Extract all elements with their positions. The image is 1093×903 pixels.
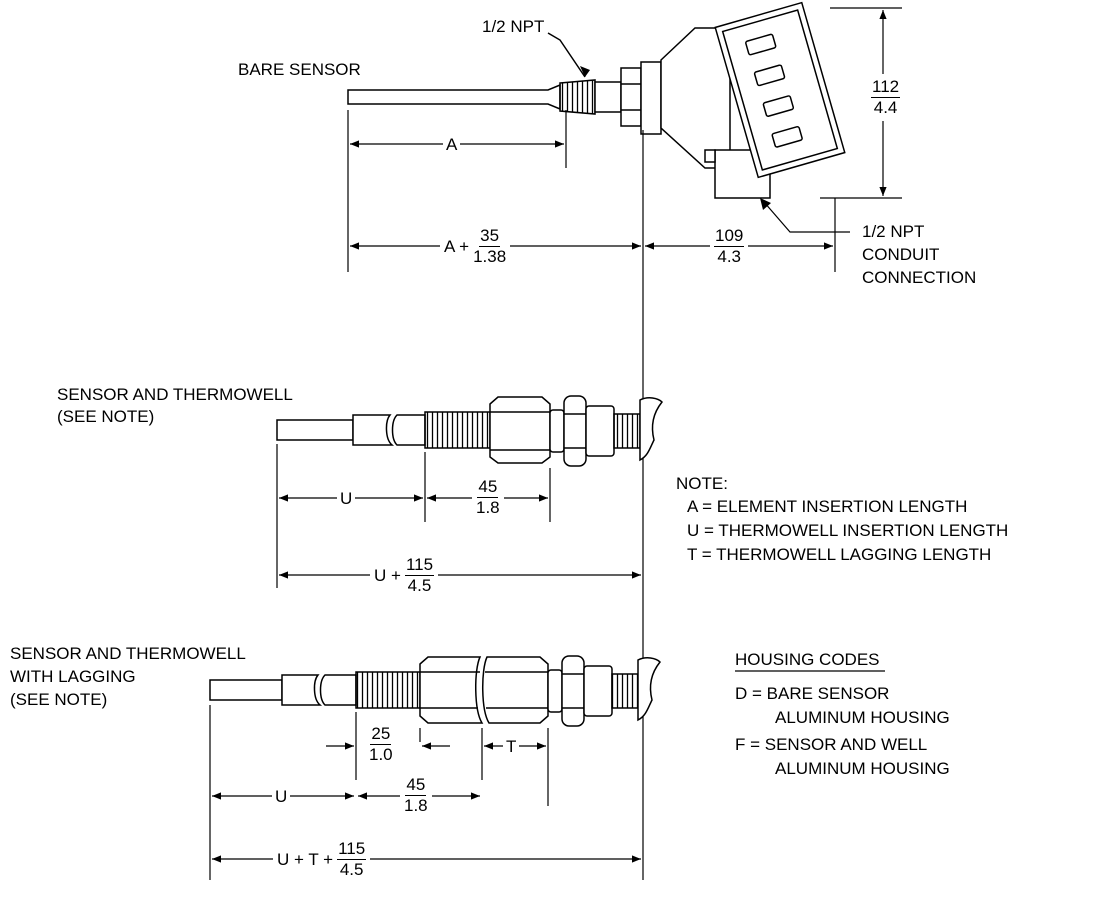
dim-u-t-total-num: 115 xyxy=(337,839,367,860)
dim-head-den: 4.3 xyxy=(717,247,741,266)
dim-head-length: 109 4.3 xyxy=(710,226,749,266)
dim-lag-thread-num: 25 xyxy=(370,724,392,745)
dim-hex-thermowell: 45 1.8 xyxy=(472,478,504,517)
sensor-thermowell-label-2: (SEE NOTE) xyxy=(57,407,155,426)
lagging-label-3: (SEE NOTE) xyxy=(10,690,108,709)
dim-hex-lagging-den: 1.8 xyxy=(404,796,428,815)
thermowell-assembly xyxy=(276,395,664,467)
dim-lag-thread: 25 1.0 xyxy=(369,725,393,764)
dim-a-plus: A + 35 1.38 xyxy=(440,227,511,266)
dim-u-total-thermowell: U + 115 4.5 xyxy=(370,555,439,595)
dim-u-total-prefix: U + xyxy=(374,565,401,585)
dim-t: T xyxy=(503,737,520,756)
dim-lag-thread-den: 1.0 xyxy=(369,745,393,764)
sensor-thermowell-label-1: SENSOR AND THERMOWELL xyxy=(57,385,293,404)
housing-code-d-detail: ALUMINUM HOUSING xyxy=(775,708,950,727)
dim-a-plus-den: 1.38 xyxy=(473,247,507,266)
dim-a: A xyxy=(443,135,461,154)
dim-u-lagging: U xyxy=(272,787,291,806)
lagging-assembly xyxy=(209,655,662,727)
dim-a-plus-prefix: A + xyxy=(444,236,470,256)
dim-u-t-total-fraction: 115 4.5 xyxy=(337,839,367,879)
dim-height-den: 4.4 xyxy=(873,98,898,117)
lagging-dimension-lines xyxy=(209,705,641,880)
dim-hex-thermowell-num: 45 xyxy=(477,477,499,498)
note-line-a: A = ELEMENT INSERTION LENGTH xyxy=(687,497,968,516)
dim-height: 112 4.4 xyxy=(867,74,905,121)
dim-u-t-total-prefix: U + T + xyxy=(277,849,334,869)
dim-u-thermowell: U xyxy=(337,489,356,508)
dim-hex-lagging-num: 45 xyxy=(405,775,427,796)
dim-u-t-total-den: 4.5 xyxy=(339,860,364,879)
note-line-t: T = THERMOWELL LAGGING LENGTH xyxy=(687,545,992,564)
dim-u-total-den: 4.5 xyxy=(407,576,432,595)
dim-hex-lagging: 45 1.8 xyxy=(400,776,432,815)
housing-code-d: D = BARE SENSOR xyxy=(735,684,890,703)
dim-u-t-total: U + T + 115 4.5 xyxy=(273,839,371,879)
conduit-leader-arrowhead xyxy=(760,198,771,210)
dim-height-num: 112 xyxy=(871,77,901,98)
dim-a-plus-num: 35 xyxy=(479,226,501,247)
conduit-label-3: CONNECTION xyxy=(862,268,977,287)
lagging-label-1: SENSOR AND THERMOWELL xyxy=(10,644,246,663)
npt-top-label: 1/2 NPT xyxy=(482,17,545,36)
housing-code-f-detail: ALUMINUM HOUSING xyxy=(775,759,950,778)
lagging-label-2: WITH LAGGING xyxy=(10,667,136,686)
thermowell-dimension-lines xyxy=(276,444,641,588)
conduit-label-2: CONDUIT xyxy=(862,245,940,264)
dim-hex-thermowell-den: 1.8 xyxy=(476,498,500,517)
note-title: NOTE: xyxy=(676,474,728,493)
dim-a-plus-fraction: 35 1.38 xyxy=(473,227,506,266)
housing-code-f: F = SENSOR AND WELL xyxy=(735,735,928,754)
npt-leader-arrowhead xyxy=(580,66,590,77)
bare-sensor-label: BARE SENSOR xyxy=(238,60,361,79)
dim-u-total-fraction: 115 4.5 xyxy=(404,555,435,595)
housing-codes-title: HOUSING CODES xyxy=(735,650,880,669)
bare-sensor-assembly xyxy=(347,1,846,199)
dim-u-total-num: 115 xyxy=(404,555,435,576)
note-line-u: U = THERMOWELL INSERTION LENGTH xyxy=(687,521,1009,540)
dim-head-num: 109 xyxy=(714,226,745,247)
conduit-label-1: 1/2 NPT xyxy=(862,222,925,241)
